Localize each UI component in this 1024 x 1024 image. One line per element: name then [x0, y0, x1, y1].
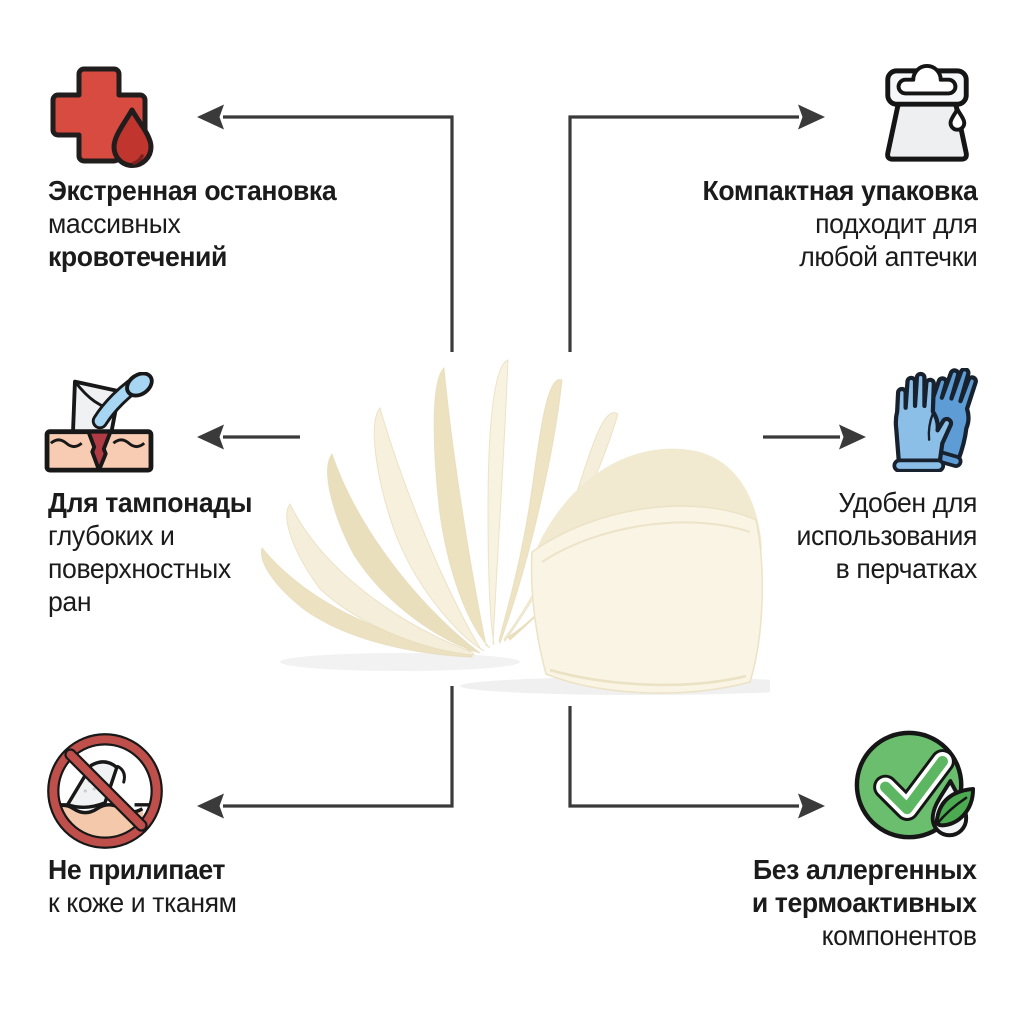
arrowhead-bottom-right [798, 793, 825, 819]
arrow-line-top-left [223, 115, 454, 352]
feature-line: подходит для [814, 208, 978, 239]
feature-line: Удобен для [838, 487, 977, 518]
feature-line: компонентов [821, 920, 977, 951]
feature-line: Экстренная остановка [48, 175, 337, 206]
feature-line: поверхностных [48, 553, 231, 584]
wound-tamponade-icon [44, 372, 154, 473]
arrowhead-middle-right [839, 424, 866, 450]
feature-text-gloves-friendly: Удобен для использования в перчатках [796, 486, 978, 585]
z-folded-gauze-photo [260, 359, 770, 695]
arrowhead-top-left [197, 104, 224, 130]
arrow-line-bottom-left [223, 686, 454, 808]
feature-text-hypoallergenic: Без аллергенных и термоактивных компонен… [752, 853, 977, 952]
feature-line: Компактная упаковка [702, 175, 977, 206]
feature-line: Без аллергенных [753, 854, 977, 885]
feature-line: и термоактивных [752, 887, 977, 918]
arrowhead-top-right [798, 104, 825, 130]
feature-line: использования [796, 520, 978, 551]
medical-cross-blood-drop-icon [50, 66, 154, 168]
feature-text-emergency-stop: Экстренная остановка массивных кровотече… [48, 174, 337, 273]
check-leaf-icon [854, 730, 976, 840]
arrowhead-bottom-left [197, 793, 224, 819]
feature-text-wound-tamponade: Для тампонады глубоких и поверхностных р… [48, 486, 252, 618]
feature-line: глубоких и [48, 520, 175, 551]
arrow-line-top-right [568, 115, 799, 352]
feature-line: любой аптечки [798, 241, 978, 272]
feature-line: кровотечений [48, 241, 228, 272]
feature-line: Не прилипает [48, 854, 226, 885]
feature-line: Для тампонады [48, 487, 253, 518]
package-pouch-icon [885, 64, 969, 162]
feature-line: в перчатках [835, 553, 978, 584]
feature-text-compact-pack: Компактная упаковка подходит для любой а… [702, 174, 977, 273]
feature-line: массивных [48, 208, 181, 239]
feature-line: к коже и тканям [48, 887, 237, 918]
feature-text-non-adherent: Не прилипает к коже и тканям [48, 853, 237, 919]
arrow-line-bottom-right [568, 706, 799, 808]
arrowhead-middle-left [197, 424, 224, 450]
feature-line: ран [48, 586, 92, 617]
no-stick-prohibited-icon [47, 733, 163, 849]
nitrile-gloves-icon [892, 368, 978, 472]
